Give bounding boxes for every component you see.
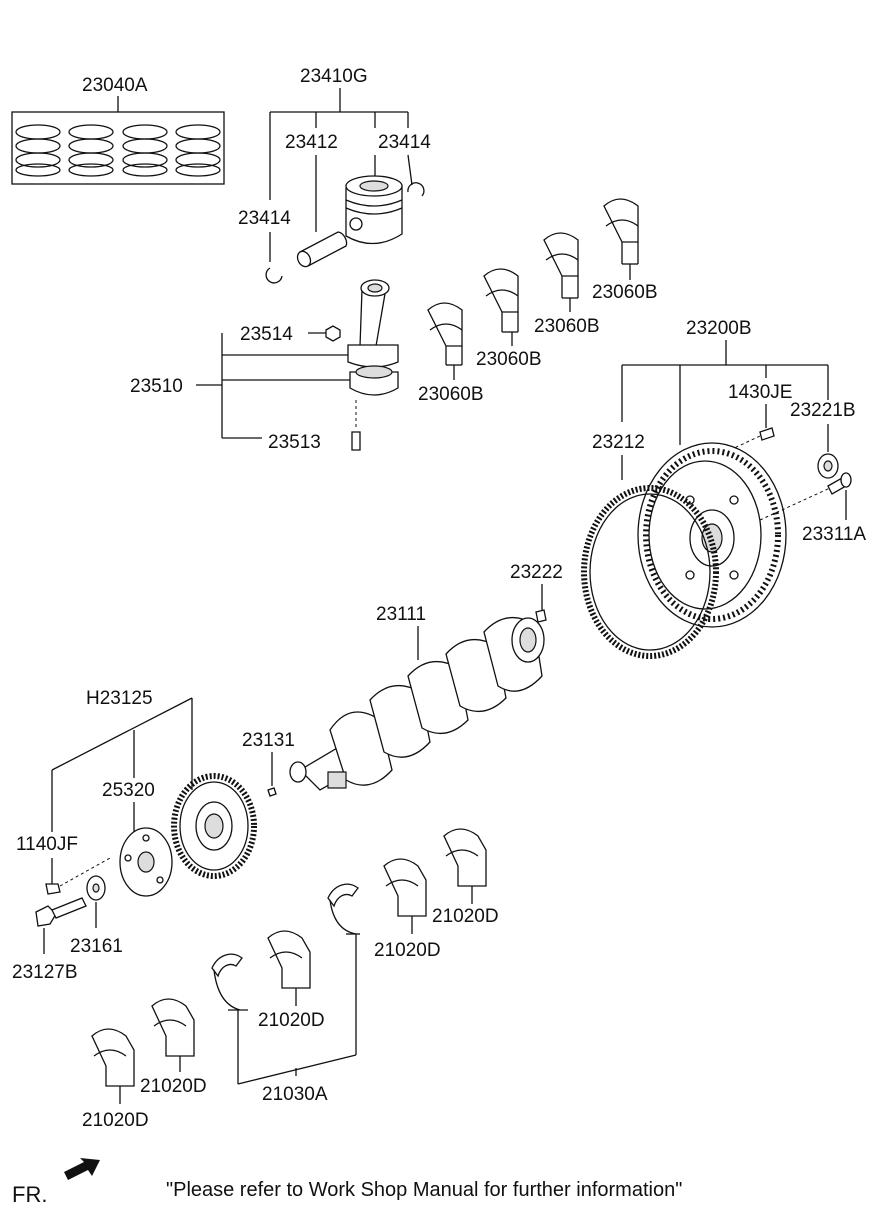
label-23060B-2: 23060B xyxy=(476,349,542,370)
piston-pin xyxy=(296,231,348,268)
spacer xyxy=(817,453,839,479)
label-23040A: 23040A xyxy=(82,75,148,96)
label-21030A: 21030A xyxy=(262,1084,328,1105)
thrust-washer-right xyxy=(327,883,359,908)
workshop-manual-note: "Please refer to Work Shop Manual for fu… xyxy=(166,1179,682,1201)
label-23060B-3: 23060B xyxy=(534,316,600,337)
ring-gear xyxy=(581,485,719,659)
damper-pulley xyxy=(171,773,257,879)
label-1430JE: 1430JE xyxy=(728,382,792,403)
snap-ring-left xyxy=(265,267,283,284)
label-23412: 23412 xyxy=(285,132,338,153)
label-23111: 23111 xyxy=(376,604,426,625)
crank-dowel-pin xyxy=(535,609,547,623)
front-direction-label: FR. xyxy=(12,1182,47,1207)
label-23127B: 23127B xyxy=(12,962,78,983)
label-21020D-5: 21020D xyxy=(82,1110,149,1131)
label-23161: 23161 xyxy=(70,936,123,957)
label-23510: 23510 xyxy=(130,376,183,397)
conrod-bearing-2 xyxy=(483,268,519,313)
conrod-bearing-3 xyxy=(543,232,579,277)
flywheel xyxy=(637,442,787,628)
label-21020D-3: 21020D xyxy=(258,1010,325,1031)
footer: FR. "Please refer to Work Shop Manual fo… xyxy=(12,1158,682,1207)
pulley-bolt xyxy=(35,897,87,927)
small-bolt xyxy=(45,883,61,895)
ring-set-4 xyxy=(175,124,221,177)
label-25320: 25320 xyxy=(102,780,155,801)
piston-group: 23410G 23412 23414 23414 xyxy=(238,66,431,284)
ring-set-box xyxy=(11,111,225,185)
crank-key xyxy=(267,787,277,797)
thrust-washer-left xyxy=(211,953,243,978)
rod-cap xyxy=(349,371,399,396)
connecting-rod-group: 23510 23514 23513 xyxy=(130,279,399,453)
label-21020D-1: 21020D xyxy=(432,906,499,927)
label-1140JF: 1140JF xyxy=(16,834,78,855)
label-23414-left: 23414 xyxy=(238,208,291,229)
flywheel-group: 23200B 1430JE 23221B 23212 xyxy=(581,318,866,659)
label-23221B: 23221B xyxy=(790,400,856,421)
rod-bolt xyxy=(351,431,361,451)
front-arrow-icon xyxy=(64,1158,100,1180)
conrod-bearing-4 xyxy=(603,198,639,243)
main-bearing-1 xyxy=(443,828,487,887)
label-23060B-4: 23060B xyxy=(592,282,658,303)
conrod-bearing-1 xyxy=(427,302,463,347)
rod-nut xyxy=(325,325,341,342)
dowel-pin xyxy=(759,427,775,441)
label-23060B-1: 23060B xyxy=(418,384,484,405)
label-21020D-4: 21020D xyxy=(140,1076,207,1097)
ring-set-2 xyxy=(68,124,114,177)
main-bearing-5 xyxy=(91,1028,135,1087)
ring-set-1 xyxy=(15,124,61,177)
piston-ring-set-group: 23040A xyxy=(11,75,225,185)
label-23212: 23212 xyxy=(592,432,645,453)
flywheel-bolt xyxy=(759,472,852,521)
pulley-hub xyxy=(119,827,173,897)
ring-set-3 xyxy=(122,124,168,177)
crankshaft-group: 23222 23111 23131 xyxy=(242,562,563,797)
label-23410G: 23410G xyxy=(300,66,368,87)
main-bearing-3 xyxy=(267,930,311,989)
label-23514: 23514 xyxy=(240,324,293,345)
washer xyxy=(86,875,106,901)
label-23311A: 23311A xyxy=(802,524,866,545)
main-bearings-group: 21020D 21020D 21020D 21030A xyxy=(82,828,499,1131)
main-bearing-2 xyxy=(383,858,427,917)
label-H23125: H23125 xyxy=(86,688,153,709)
main-bearing-4 xyxy=(151,998,195,1057)
label-23513: 23513 xyxy=(268,432,321,453)
snap-ring-right xyxy=(407,182,425,197)
label-21020D-2: 21020D xyxy=(374,940,441,961)
label-23222: 23222 xyxy=(510,562,563,583)
label-23414-top: 23414 xyxy=(378,132,431,153)
pulley-group: H23125 25320 1140JF xyxy=(12,688,257,983)
label-23131: 23131 xyxy=(242,730,295,751)
label-23200B: 23200B xyxy=(686,318,752,339)
crankshaft xyxy=(289,616,545,791)
conrod-bearings-group: 23060B 23060B 23060B 23060B xyxy=(418,198,658,405)
